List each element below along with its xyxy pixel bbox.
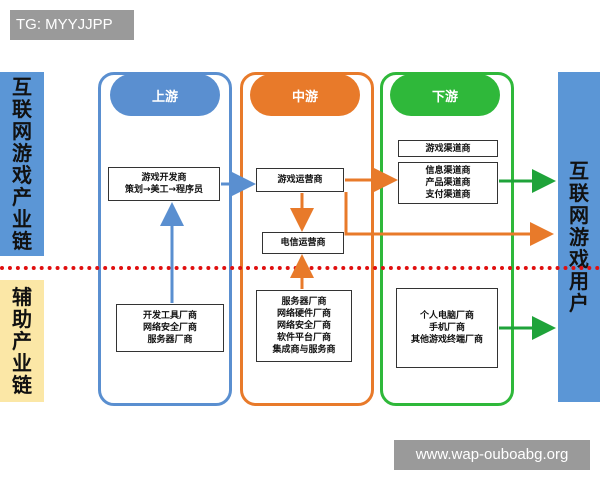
midstream-panel	[240, 72, 374, 406]
box-line: 策划→美工→程序员	[124, 185, 204, 195]
game-developer-box: 游戏开发商策划→美工→程序员	[108, 167, 220, 201]
box-line: 软件平台厂商	[276, 333, 331, 343]
game-operator-box: 游戏运营商	[256, 168, 344, 192]
channels-box: 信息渠道商产品渠道商支付渠道商	[398, 162, 498, 204]
upstream-panel	[98, 72, 232, 406]
box-line: 游戏渠道商	[425, 143, 471, 154]
box-line: 服务器厂商	[147, 335, 193, 345]
side-label-char: 用	[569, 269, 589, 293]
side-label-char: 业	[12, 351, 32, 375]
side-label-users: 互联网游戏用户	[558, 72, 600, 402]
box-line: 网络安全厂商	[142, 323, 197, 333]
side-label-char: 链	[12, 373, 32, 397]
dev-tools-vendors-box: 开发工具厂商网络安全厂商服务器厂商	[116, 304, 224, 352]
side-label-char: 业	[12, 207, 32, 231]
side-label-char: 产	[12, 329, 32, 353]
box-line: 服务器厂商	[281, 297, 327, 307]
side-label-char: 户	[569, 291, 589, 315]
telecom-operator-box: 电信运营商	[262, 232, 344, 254]
side-label-char: 联	[12, 97, 32, 121]
midstream-support-box: 服务器厂商网络硬件厂商网络安全厂商软件平台厂商集成商与服务商	[256, 290, 352, 362]
side-label-support-chain: 辅助产业链	[0, 280, 44, 402]
side-label-char: 网	[12, 119, 32, 143]
side-label-char: 互	[12, 75, 32, 99]
watermark-tag: TG: MYYJJPP	[10, 10, 134, 40]
device-makers-box: 个人电脑厂商手机厂商其他游戏终端厂商	[396, 288, 498, 368]
side-label-char: 游	[569, 225, 589, 249]
box-line: 产品渠道商	[425, 178, 471, 188]
side-label-char: 链	[12, 229, 32, 253]
downstream-panel	[380, 72, 514, 406]
box-line: 集成商与服务商	[272, 345, 336, 355]
downstream-header: 下游	[390, 74, 500, 116]
side-label-char: 戏	[12, 163, 32, 187]
side-label-main-chain: 互联网游戏产业链	[0, 72, 44, 256]
side-label-char: 网	[569, 203, 589, 227]
box-line: 电信运营商	[280, 238, 326, 248]
side-label-char: 戏	[569, 247, 589, 271]
box-line: 游戏运营商	[277, 175, 323, 185]
box-line: 支付渠道商	[425, 190, 471, 200]
side-label-char: 互	[569, 159, 589, 183]
side-label-char: 助	[12, 307, 32, 331]
box-line: 网络硬件厂商	[276, 309, 331, 319]
midstream-header: 中游	[250, 74, 360, 116]
side-label-char: 游	[12, 141, 32, 165]
side-label-char: 联	[569, 181, 589, 205]
site-url-badge: www.wap-ouboabg.org	[394, 440, 590, 470]
side-label-char: 辅	[12, 285, 32, 309]
arrow-operator-to-users	[344, 192, 554, 246]
box-line: 手机厂商	[428, 323, 465, 333]
box-line: 网络安全厂商	[276, 321, 331, 331]
box-line: 个人电脑厂商	[419, 311, 474, 321]
channel-title-box: 游戏渠道商	[398, 140, 498, 157]
box-line: 信息渠道商	[425, 166, 471, 176]
upstream-header: 上游	[110, 74, 220, 116]
box-line: 开发工具厂商	[142, 311, 197, 321]
box-line: 其他游戏终端厂商	[410, 335, 483, 345]
side-label-char: 产	[12, 185, 32, 209]
box-line: 游戏开发商	[141, 173, 187, 183]
